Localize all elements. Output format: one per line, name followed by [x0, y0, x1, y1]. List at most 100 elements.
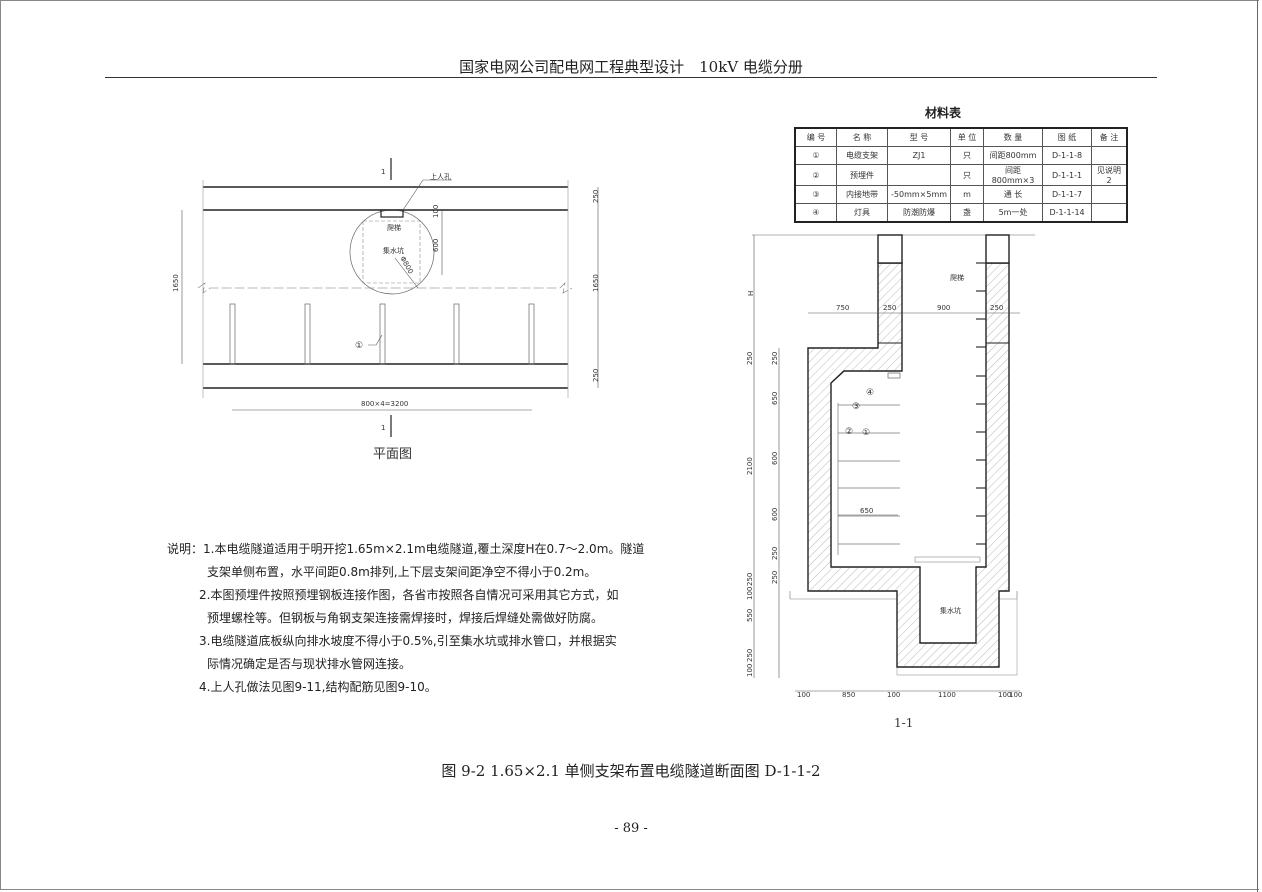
plan-labels: 上人孔 爬梯 集水坑 Φ800 600 100 1650 1650 250 25…: [172, 168, 600, 462]
cell: ②: [794, 164, 837, 186]
item-1-callout: ①: [862, 428, 870, 438]
section-ladder-label: 爬梯: [950, 273, 964, 282]
dim-H: H: [747, 291, 755, 296]
cell: D-1-1-8: [1042, 146, 1093, 165]
page-header: 国家电网公司配电网工程典型设计 10kV 电缆分册: [459, 58, 803, 76]
dim-inner-250: 250: [771, 352, 779, 365]
plan-title: 平面图: [373, 447, 412, 462]
section-title: 1-1: [894, 716, 913, 730]
table-header-row: 编 号 名 称 型 号 单 位 数 量 图 纸 备 注: [794, 127, 1128, 147]
dim-top-250b: 250: [990, 304, 1003, 312]
dim-left-550: 550: [746, 609, 754, 622]
note-line: 预埋螺栓等。但钢板与角钢支架连接需焊接时，焊接后焊缝处需做好防腐。: [207, 611, 604, 625]
manhole-label: 上人孔: [430, 172, 451, 181]
note-line: 4.上人孔做法见图9-11,结构配筋见图9-10。: [199, 680, 437, 694]
dim-inner-650: 650: [771, 392, 779, 405]
section-view: [752, 234, 1035, 692]
cell: 5m一处: [983, 203, 1044, 223]
cell: D-1-1-1: [1042, 164, 1093, 186]
cell: 预埋件: [836, 164, 888, 186]
section-sump-label: 集水坑: [940, 606, 961, 615]
section-labels: 爬梯 集水坑 H 750 250 900 250 250 2100 250 10…: [746, 273, 1022, 730]
dim-left-250b: 250: [746, 573, 754, 586]
dim-bottom-1100: 1100: [938, 691, 956, 699]
cell: ①: [794, 146, 837, 165]
dim-250-top: 250: [592, 190, 600, 203]
cell: ④: [794, 203, 837, 223]
section-mark-top: 1: [381, 168, 385, 176]
cell: 盏: [950, 203, 985, 223]
item-2-callout: ②: [845, 427, 853, 437]
sump-label: 集水坑: [383, 246, 404, 255]
cell: 见说明2: [1091, 164, 1128, 186]
dim-inner-600b: 600: [771, 508, 779, 521]
dim-left-2100: 2100: [746, 457, 754, 475]
dim-inner-250b: 250: [771, 547, 779, 560]
ladder-label: 爬梯: [387, 223, 401, 232]
header-cell: 单 位: [950, 127, 985, 147]
header-divider: [105, 77, 1157, 78]
cell: D-1-1-7: [1042, 185, 1093, 204]
cell: 电缆支架: [836, 146, 888, 165]
note-line: 支架单侧布置，水平间距0.8m排列,上下层支架间距净空不得小于0.2m。: [207, 565, 597, 579]
cell: 只: [950, 164, 985, 186]
cable-supports: [837, 403, 900, 555]
cell: [1091, 203, 1128, 223]
dim-left-100b: 100: [746, 664, 754, 677]
header-cell: 图 纸: [1042, 127, 1093, 147]
cell: D-1-1-14: [1042, 203, 1093, 223]
dim-left-250c: 250: [746, 649, 754, 662]
ladder-rungs: [976, 262, 986, 545]
cell: 防潮防爆: [886, 203, 952, 223]
cell: 间距800mm: [983, 146, 1044, 165]
cell: m: [950, 185, 985, 204]
dim-left-100: 100: [746, 587, 754, 600]
cell: 只: [950, 146, 985, 165]
item-4-callout: ④: [866, 388, 874, 398]
dim-1650-right: 1650: [592, 274, 600, 292]
dim-250-bottom: 250: [592, 369, 600, 382]
materials-title: 材料表: [925, 106, 962, 120]
header-cell: 名 称: [836, 127, 888, 147]
dim-600: 600: [432, 239, 440, 252]
note-line: 际情况确定是否与现状排水管网连接。: [207, 657, 412, 671]
cell: -50mm×5mm: [886, 185, 952, 204]
cell: 灯具: [836, 203, 888, 223]
note-line: 说明：1.本电缆隧道适用于明开挖1.65m×2.1m电缆隧道,覆土深度H在0.7…: [167, 542, 645, 556]
dim-100: 100: [432, 205, 440, 218]
dim-top-900: 900: [937, 304, 950, 312]
dim-span: 800×4=3200: [361, 400, 408, 408]
dim-top-750: 750: [836, 304, 849, 312]
dim-left-250: 250: [746, 352, 754, 365]
cell: 内接地带: [836, 185, 888, 204]
dim-1650-left: 1650: [172, 274, 180, 292]
cell: [1091, 185, 1128, 204]
dim-650: 650: [860, 507, 873, 515]
cell: 间距800mm×3: [983, 164, 1044, 186]
item-1-callout: ①: [355, 341, 363, 351]
dim-bottom-100c: 100: [998, 691, 1011, 699]
cell: ZJ1: [886, 146, 952, 165]
design-notes: 说明：1.本电缆隧道适用于明开挖1.65m×2.1m电缆隧道,覆土深度H在0.7…: [167, 538, 645, 699]
dim-bottom-100b: 100: [887, 691, 900, 699]
note-line: 2.本图预埋件按照预埋钢板连接作图，各省市按照各自情况可采用其它方式，如: [199, 588, 619, 602]
cell: [886, 164, 952, 186]
manhole: [380, 209, 404, 218]
page-edge: [1257, 0, 1258, 892]
dim-top-250a: 250: [883, 304, 896, 312]
item-3-callout: ③: [852, 402, 860, 412]
section-mark-bottom: 1: [381, 424, 385, 432]
header-cell: 数 量: [983, 127, 1044, 147]
dim-bottom-850: 850: [842, 691, 855, 699]
note-line: 3.电缆隧道底板纵向排水坡度不得小于0.5%,引至集水坑或排水管口，并根据实: [199, 634, 617, 648]
header-cell: 备 注: [1091, 127, 1128, 147]
dim-bottom-100d: 100: [1009, 691, 1022, 699]
cell: 通 长: [983, 185, 1044, 204]
figure-caption: 图 9-2 1.65×2.1 单侧支架布置电缆隧道断面图 D-1-1-2: [441, 762, 821, 780]
dim-bottom-100a: 100: [797, 691, 810, 699]
page-number: - 89 -: [614, 821, 648, 836]
